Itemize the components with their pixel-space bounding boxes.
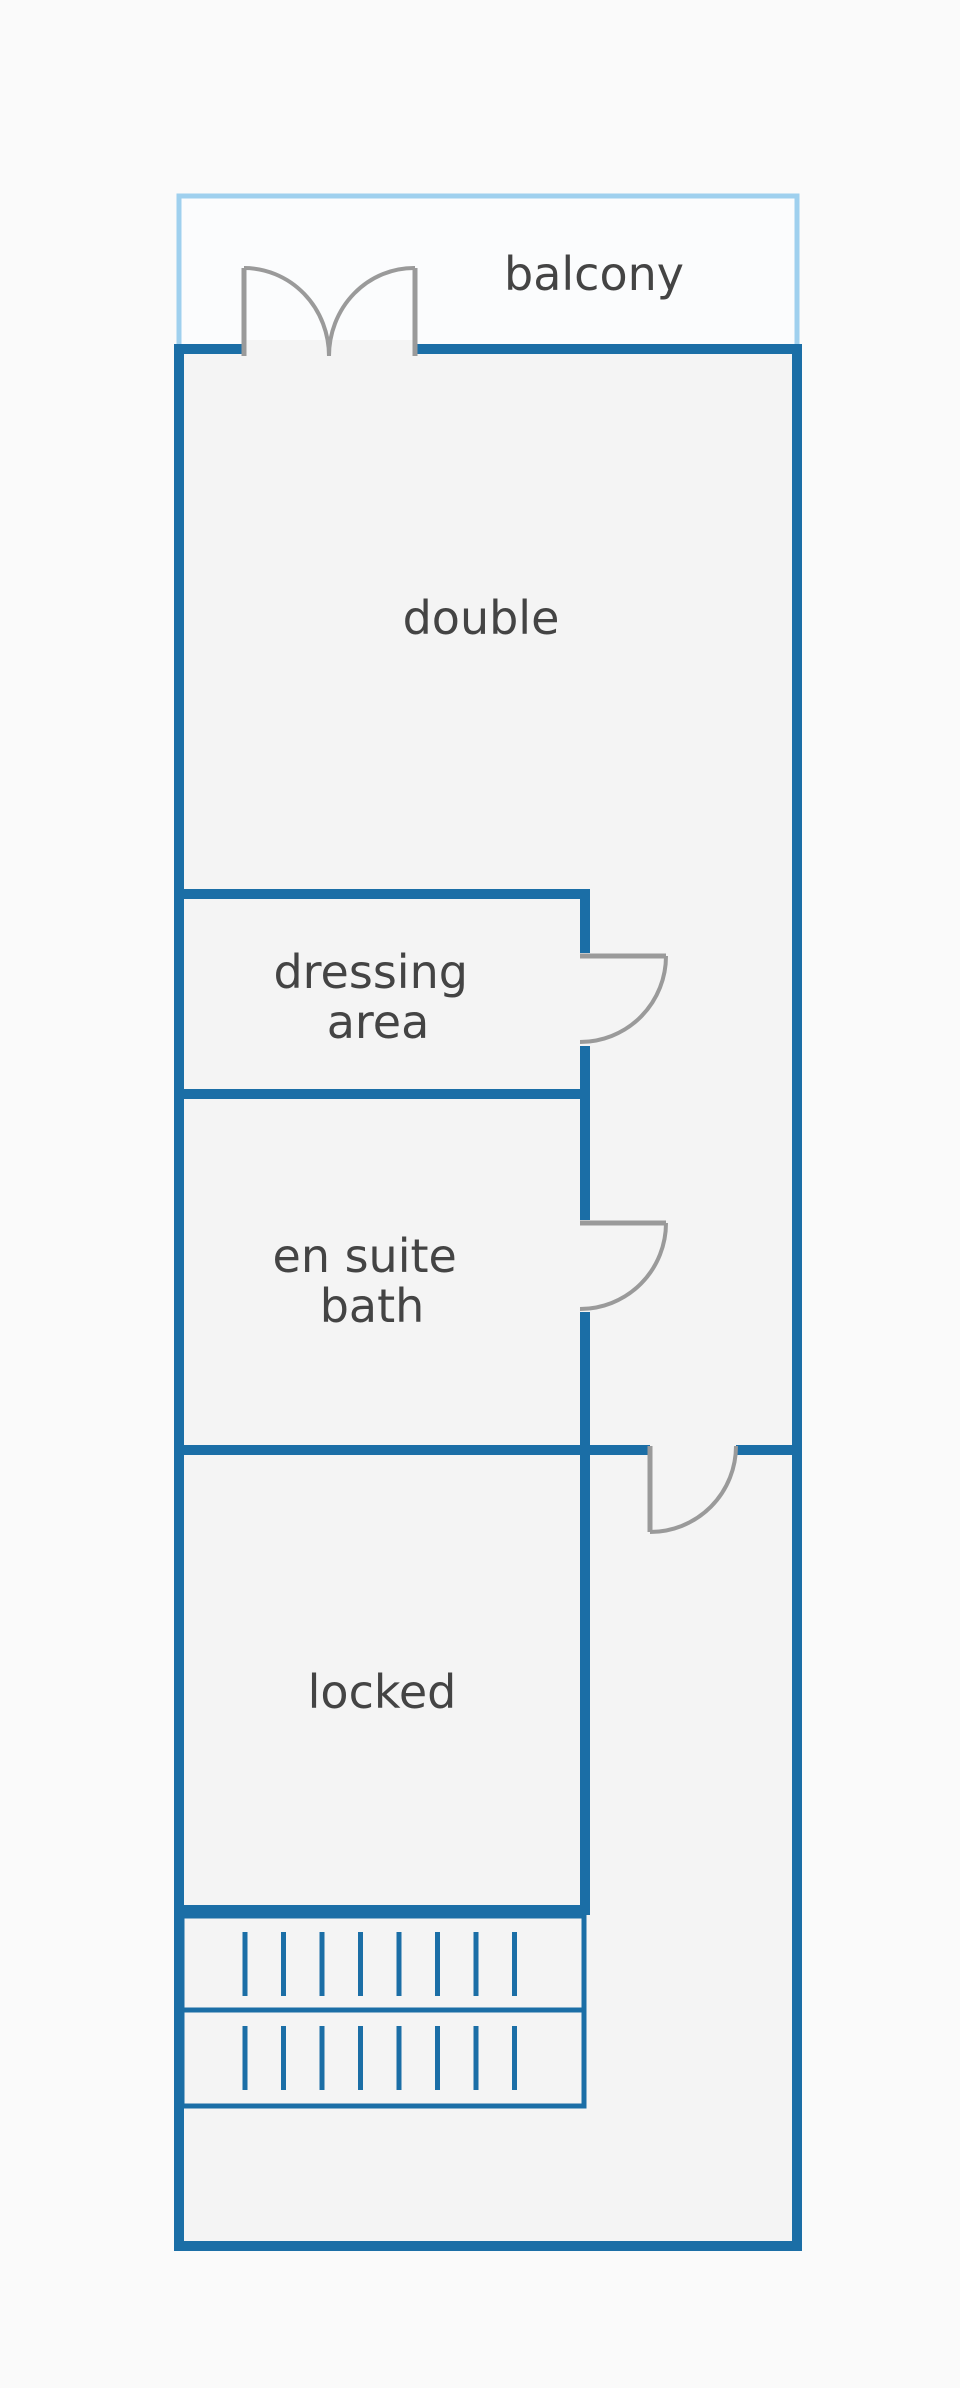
balcony: balcony — [176, 193, 800, 352]
double-room-label: double — [403, 591, 560, 645]
en-suite-bath: en suite bath — [174, 1089, 590, 1455]
en-suite-bath-label-line1: en suite — [273, 1229, 457, 1283]
en-suite-door-icon[interactable] — [576, 1220, 668, 1312]
dressing-area-label: dressing area — [273, 945, 482, 1049]
en-suite-bath-label-line2: bath — [320, 1279, 425, 1333]
corridor-door-icon[interactable] — [647, 1445, 738, 1534]
dressing-area: dressing area — [174, 889, 590, 1099]
locked-room-label: locked — [308, 1665, 457, 1719]
locked-room: locked — [174, 1445, 590, 1915]
balcony-label: balcony — [504, 247, 684, 301]
stairs-icon — [179, 1913, 587, 2109]
en-suite-bath-label: en suite bath — [273, 1229, 472, 1333]
dressing-door-icon[interactable] — [576, 953, 668, 1046]
dressing-area-label-line1: dressing — [273, 945, 467, 999]
double-door-icon[interactable] — [241, 265, 418, 358]
dressing-area-label-line2: area — [327, 995, 430, 1049]
